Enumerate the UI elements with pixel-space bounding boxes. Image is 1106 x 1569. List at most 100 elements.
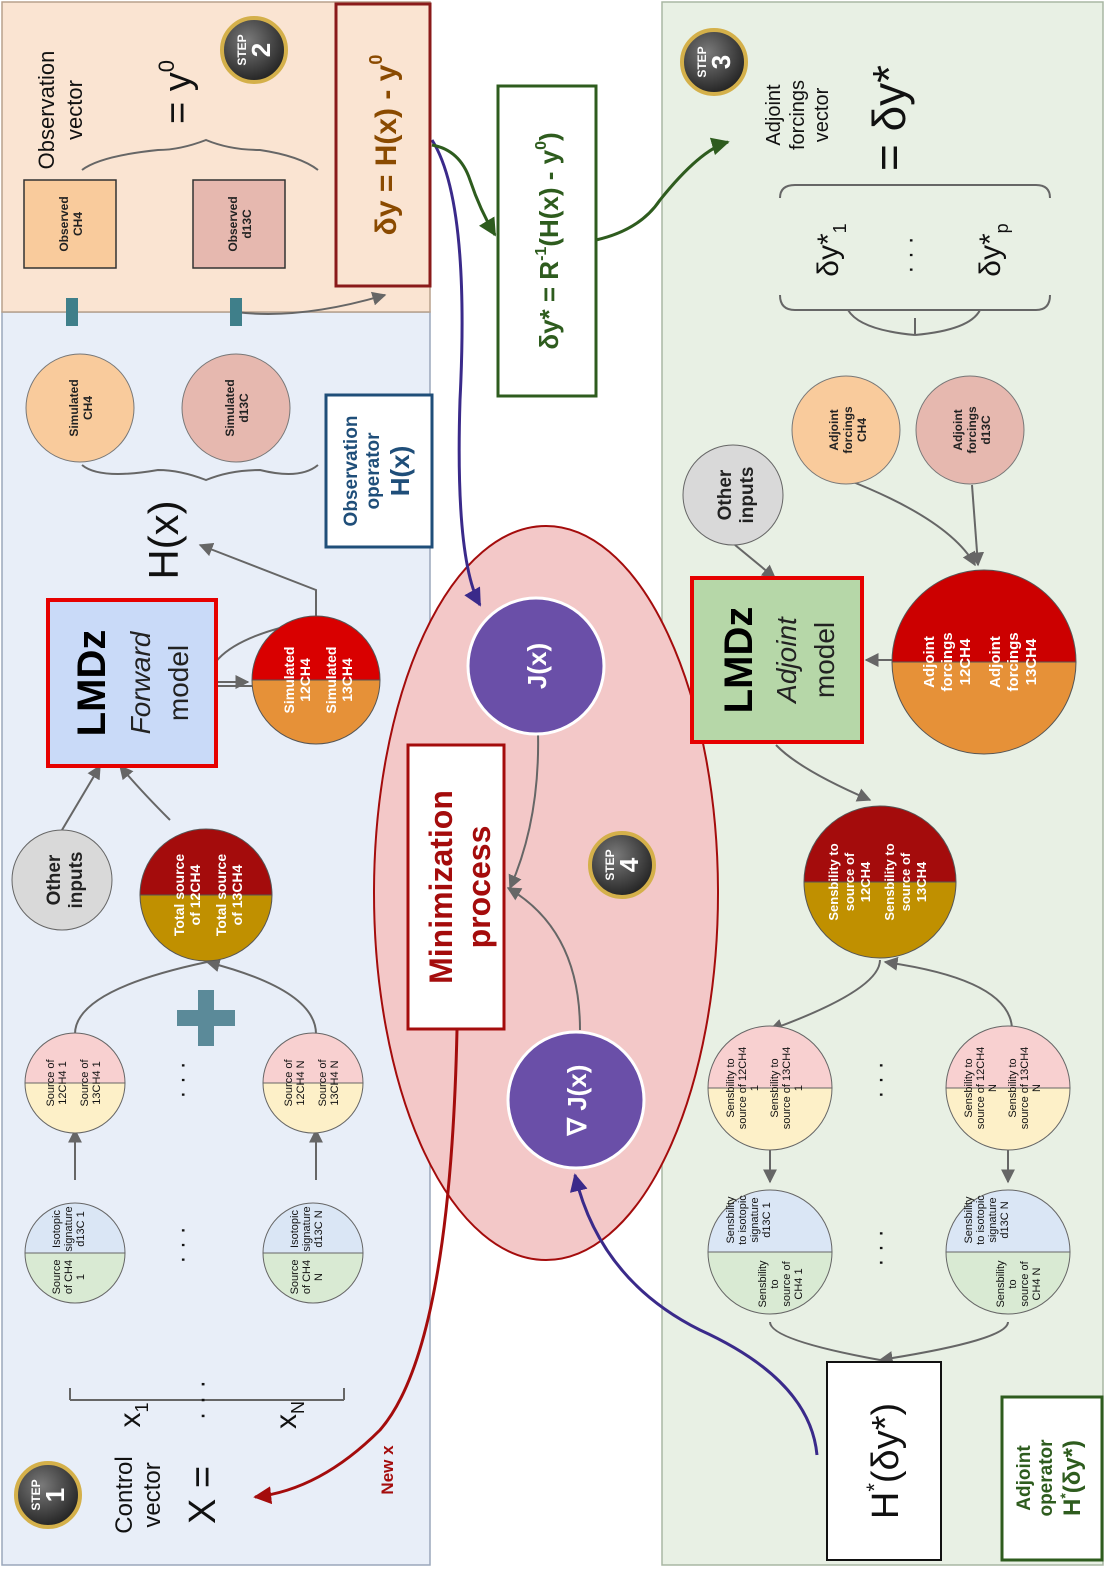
- adjoint-row1-dots: · · ·: [867, 1061, 894, 1098]
- arrow-sens-to-1: [768, 959, 881, 1033]
- arrow-hstar-to-grad: [570, 1173, 819, 1456]
- observation-eq: = y0: [154, 60, 199, 124]
- step-2-badge: STEP2: [220, 16, 288, 84]
- node-adjoint-ch4: AdjointforcingsCH4: [791, 375, 901, 485]
- svg-text:Forward: Forward: [125, 630, 156, 734]
- arrow-sens-to-N: [883, 956, 1013, 1031]
- control-x-equals: X =: [182, 1466, 224, 1524]
- adjoint-operator-box: AdjointoperatorH*(δy*): [1000, 1395, 1104, 1562]
- svg-text:Source of12CH4 1Source of13CH4: Source of12CH4 1Source of13CH4 1: [45, 1059, 103, 1107]
- svg-text:STEP3: STEP3: [695, 46, 736, 77]
- svg-text:Adjoint: Adjoint: [771, 616, 802, 705]
- node-sensitivity-sub-1: Sensbilityto isotopicsignatured13C 1Sens…: [707, 1189, 833, 1315]
- sim-brace: [81, 464, 319, 482]
- adjoint-vector-brace: [847, 309, 981, 336]
- svg-text:STEP1: STEP1: [29, 1479, 70, 1510]
- plus-icon: [177, 990, 235, 1046]
- adjoint-panel: [661, 1, 1104, 1566]
- adjoint-model-box: LMDz Adjoint model: [690, 576, 864, 744]
- svg-text:LMDz: LMDz: [717, 607, 761, 714]
- svg-text:LMDz: LMDz: [70, 630, 114, 737]
- svg-text:SimulatedCH4: SimulatedCH4: [67, 379, 95, 436]
- svg-text:Isotopicsignatured13C NSourceo: Isotopicsignatured13C NSourceof CH4N: [289, 1206, 325, 1294]
- new-x-label: New x: [378, 1445, 397, 1495]
- arrow-forcing-to-adjoint: [595, 137, 730, 242]
- node-iso-src-N: Isotopicsignatured13C NSourceof CH4N: [262, 1202, 364, 1304]
- svg-text:STEP4: STEP4: [603, 849, 644, 880]
- row2-dots: · · ·: [169, 1061, 196, 1098]
- hstar-box: H*(δy*): [826, 1361, 942, 1561]
- control-dots: · · ·: [186, 1380, 216, 1420]
- arrow-new-x: [253, 1029, 459, 1505]
- svg-text:model: model: [809, 622, 840, 698]
- arrow-obs-to-dy: [235, 291, 387, 315]
- arrow-j-to-min: [508, 732, 540, 890]
- arrow-adjd13c-to-forcings: [970, 484, 985, 567]
- control-vector-label: Controlvector: [111, 1456, 166, 1533]
- svg-text:δy = H(x) - y0: δy = H(x) - y0: [366, 55, 403, 236]
- adjoint-dyp: δy*p: [974, 223, 1012, 276]
- arrow-total-to-model: [119, 764, 171, 821]
- svg-text:model: model: [163, 645, 194, 721]
- arrow-sub-to-hstar: [769, 1321, 1009, 1360]
- adjoint-row2-dots: · · ·: [867, 1229, 894, 1266]
- control-x1: x1: [114, 1402, 152, 1427]
- arrow-dy-to-forcing: [431, 143, 497, 237]
- innovation-box: δy = H(x) - y0: [334, 2, 432, 288]
- svg-text:Otherinputs: Otherinputs: [715, 467, 758, 524]
- svg-text:Source of12CH4 NSource of13CH4: Source of12CH4 NSource of13CH4 N: [283, 1059, 341, 1107]
- arrow-grad-to-min: [506, 887, 581, 1031]
- svg-text:Otherinputs: Otherinputs: [44, 852, 87, 909]
- obs-marker-ch4: [66, 298, 78, 326]
- node-observed-ch4: ObservedCH4: [23, 179, 117, 269]
- arrow-adjoint-to-sens: [775, 744, 872, 802]
- step-4-badge: STEP4: [588, 831, 656, 899]
- svg-text:STEP2: STEP2: [235, 34, 276, 65]
- observation-operator-box: ObservationoperatorH(x): [324, 393, 434, 549]
- node-gradient-jx: ∇ J(x): [506, 1030, 646, 1170]
- svg-text:Sensbilityto isotopicsignature: Sensbilityto isotopicsignatured13C NSens…: [963, 1195, 1043, 1308]
- adjoint-eq: = δy*: [863, 65, 915, 171]
- forcing-formula-box: δy* = R-1(H(x) - y0): [496, 84, 598, 398]
- node-adjoint-d13c: Adjointforcingsd13C: [915, 375, 1025, 485]
- minimization-process-box: Minimizationprocess: [406, 743, 506, 1031]
- svg-text:δy* = R-1(H(x) - y0): δy* = R-1(H(x) - y0): [533, 132, 564, 349]
- forward-model-box: LMDz Forward model: [46, 598, 218, 768]
- arrow-adjch4-to-forcings: [847, 479, 976, 567]
- node-simulated-d13c: Simulatedd13C: [181, 353, 291, 463]
- svg-text:Sensbilityto isotopicsignature: Sensbilityto isotopicsignatured13C 1Sens…: [725, 1195, 805, 1308]
- svg-text:Minimizationprocess: Minimizationprocess: [423, 790, 497, 984]
- adjoint-dots: · · ·: [897, 236, 924, 273]
- control-brace-end: [69, 1388, 345, 1401]
- svg-text:ObservedCH4: ObservedCH4: [57, 196, 85, 251]
- svg-text:Adjointforcingsd13C: Adjointforcingsd13C: [951, 406, 993, 454]
- obs-brace: [81, 138, 319, 171]
- obs-marker-d13c: [230, 298, 242, 326]
- step-3-badge: STEP3: [680, 28, 748, 96]
- arrow-other-to-adjoint: [734, 544, 777, 579]
- svg-text:AdjointforcingsCH4: AdjointforcingsCH4: [827, 406, 869, 454]
- node-other-inputs-adjoint: Otherinputs: [682, 444, 784, 546]
- arrow-other-to-model: [61, 764, 101, 831]
- control-xN: xN: [270, 1401, 308, 1429]
- adjoint-dy1: δy*1: [812, 223, 850, 276]
- sum-arrows: [74, 962, 317, 1035]
- svg-text:J(x): J(x): [522, 643, 552, 689]
- adjoint-bracket: [779, 184, 1051, 311]
- hx-label: H(x): [140, 500, 187, 579]
